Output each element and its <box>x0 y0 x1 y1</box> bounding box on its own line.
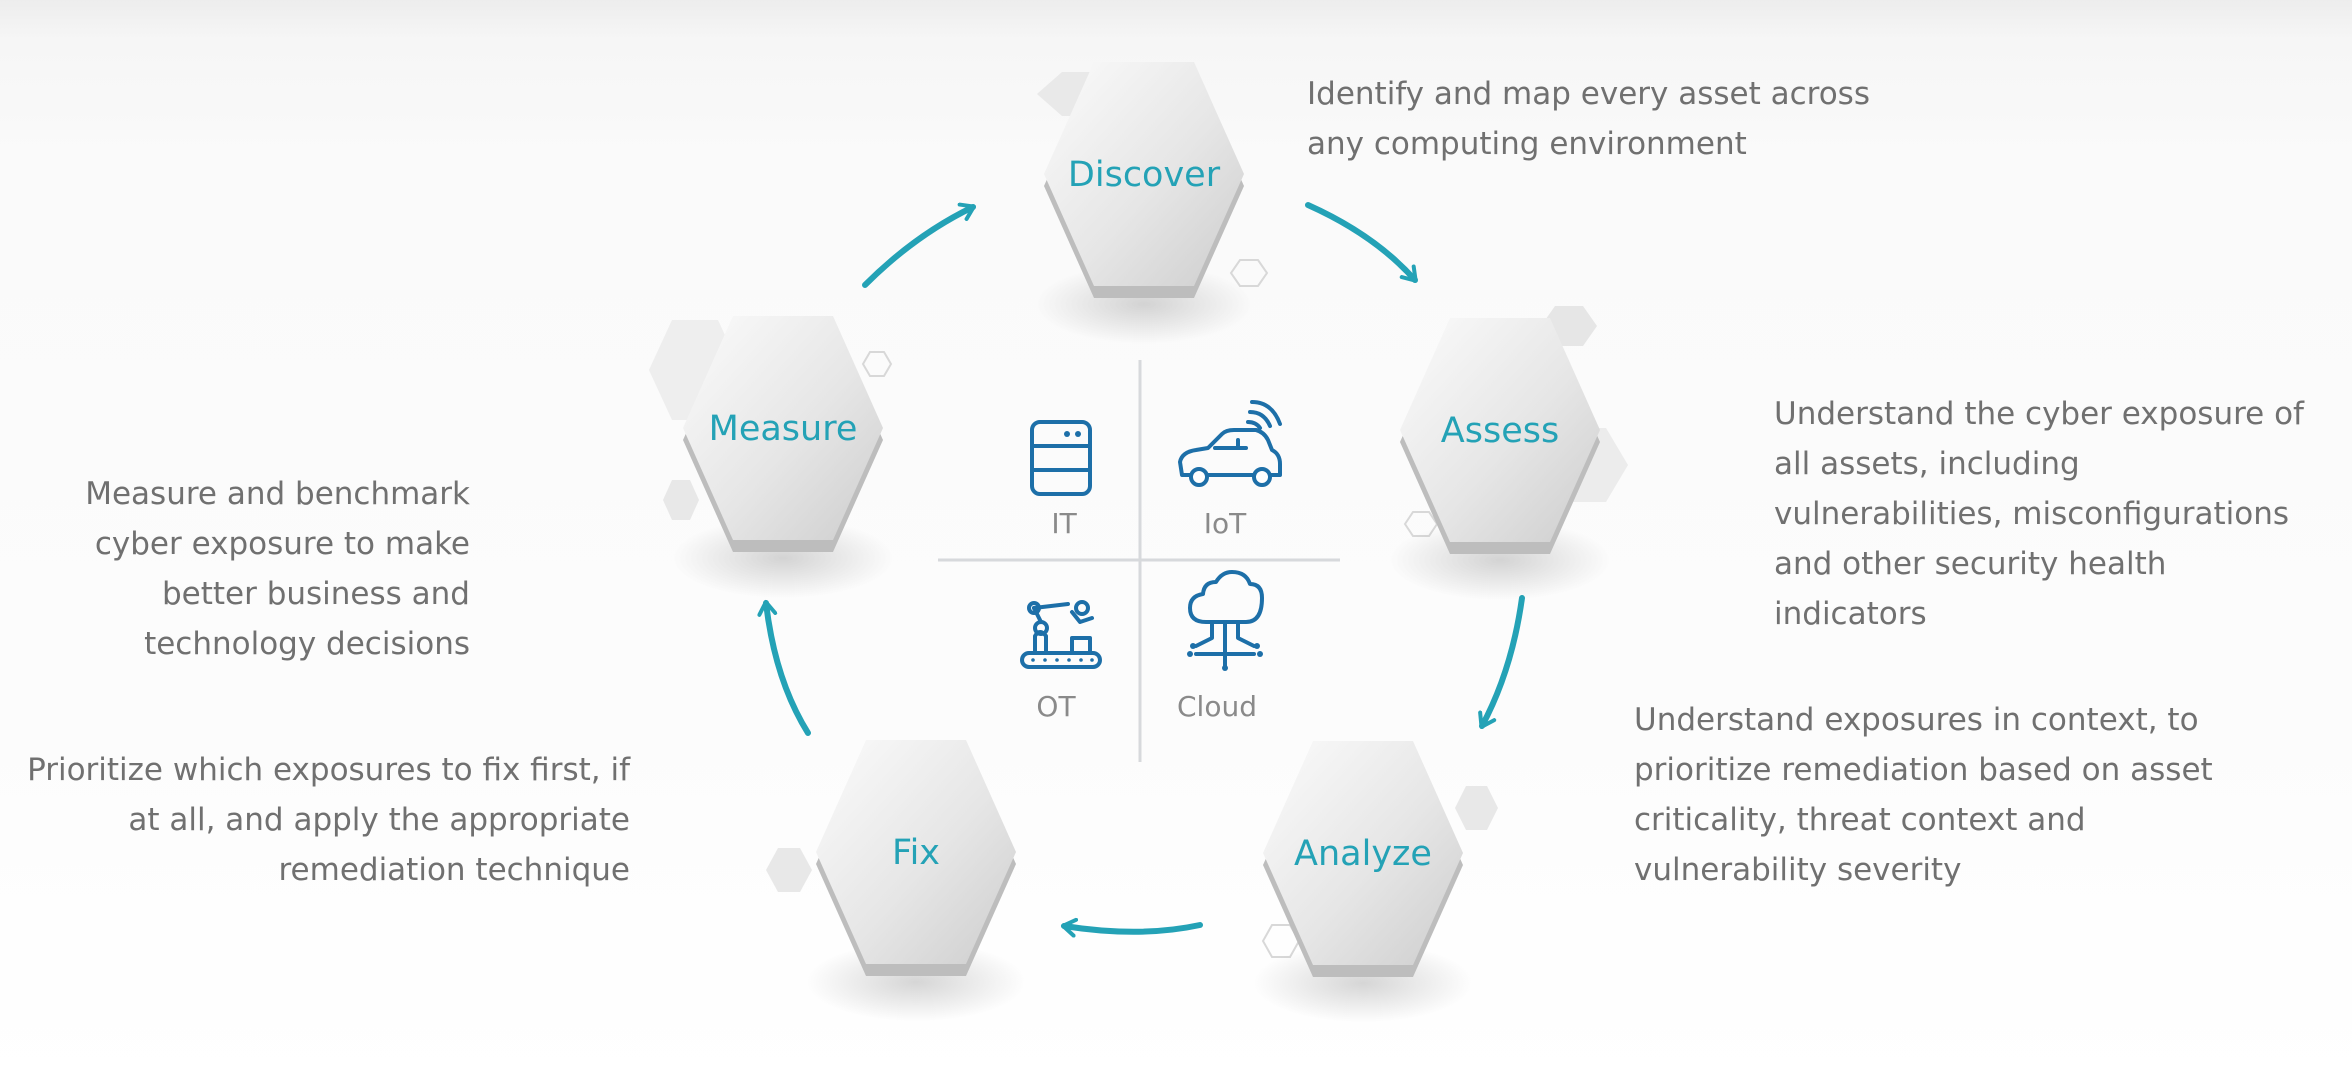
quadrant-label-iot: IoT <box>1204 507 1247 540</box>
hexagon <box>1263 741 1463 965</box>
quadrant-label-it: IT <box>1051 507 1077 540</box>
arrow-measure-to-discover <box>862 202 976 288</box>
assess-description: Understand the cyber exposure of all ass… <box>1774 396 2304 632</box>
fix-description: Prioritize which exposures to fix first,… <box>27 752 630 888</box>
robotic-arm-icon <box>1020 600 1102 669</box>
quadrant-label-ot: OT <box>1036 690 1076 723</box>
step-discover: Discover <box>1034 62 1254 344</box>
connected-car-icon <box>1178 400 1282 487</box>
decor-hex <box>1229 259 1269 287</box>
arrow-fix-to-measure <box>757 600 811 736</box>
step-label: Discover <box>1068 155 1221 195</box>
analyze-description: Understand exposures in context, to prio… <box>1634 702 2213 888</box>
decor-hex <box>1455 786 1498 830</box>
hexagon <box>1400 318 1600 542</box>
arrow-assess-to-analyze <box>1478 595 1525 729</box>
cycle-arrows <box>757 202 1525 938</box>
decor-hex <box>861 351 893 377</box>
step-label: Analyze <box>1294 834 1432 874</box>
decor-hex <box>663 480 699 520</box>
arrow-analyze-to-fix <box>1061 917 1203 938</box>
cloud-network-icon <box>1187 570 1264 671</box>
measure-description: Measure and benchmark cyber exposure to … <box>85 476 470 662</box>
arrow-discover-to-assess <box>1305 202 1418 283</box>
discover-description: Identify and map every asset across any … <box>1307 76 1870 162</box>
server-icon <box>1030 420 1092 496</box>
step-label: Fix <box>892 833 940 873</box>
step-measure: Measure <box>673 316 893 598</box>
step-fix: Fix <box>806 740 1026 1022</box>
asset-quadrants: IT IoT <box>938 360 1340 762</box>
hexagon <box>683 316 883 540</box>
step-label: Measure <box>709 409 858 449</box>
step-label: Assess <box>1441 411 1559 451</box>
quadrant-label-cloud: Cloud <box>1177 690 1257 723</box>
hexagon <box>816 740 1016 964</box>
hexagon <box>1044 62 1244 286</box>
step-analyze: Analyze <box>1253 741 1473 1023</box>
step-assess: Assess <box>1390 318 1610 600</box>
decor-hex <box>766 848 812 892</box>
